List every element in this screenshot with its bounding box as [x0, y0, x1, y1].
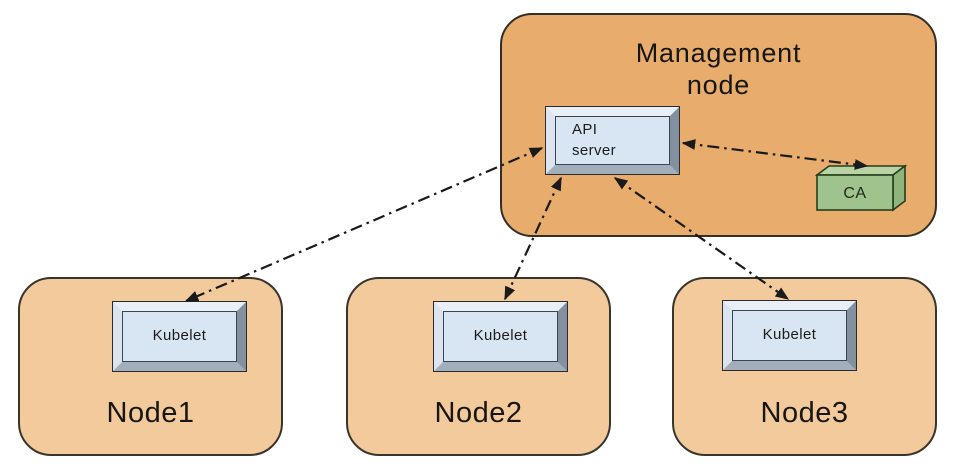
- kubelet-label-node1: Kubelet: [122, 311, 237, 362]
- worker-node-1: Kubelet Node1: [18, 277, 283, 456]
- management-node-title: Management node: [502, 37, 935, 102]
- kubelet-label-node3: Kubelet: [732, 310, 847, 361]
- kubelet-box-bevel: Kubelet: [434, 302, 567, 371]
- ca-top-face: [815, 165, 908, 176]
- node1-label: Node1: [106, 397, 195, 429]
- ca-box: CA: [815, 164, 908, 212]
- management-node-title-line1: Management: [635, 38, 802, 68]
- node3-label: Node3: [760, 397, 849, 429]
- kubelet-box-node1: Kubelet: [112, 301, 247, 372]
- ca-label: CA: [843, 185, 866, 202]
- node2-label: Node2: [434, 397, 523, 429]
- kubelet-box-bevel: Kubelet: [723, 301, 856, 370]
- api-server-label: API server: [555, 116, 670, 165]
- kubelet-box-bevel: Kubelet: [113, 302, 246, 371]
- worker-node-2: Kubelet Node2: [346, 277, 611, 456]
- management-node-title-line2: node: [686, 70, 751, 101]
- worker-node-3: Kubelet Node3: [672, 277, 937, 456]
- api-server-label-line2: server: [572, 141, 617, 159]
- kubelet-label-node2: Kubelet: [443, 311, 558, 362]
- api-server-box: API server: [545, 106, 680, 175]
- kubelet-box-node3: Kubelet: [722, 300, 857, 371]
- api-server-label-line1: API: [572, 121, 598, 139]
- ca-front-face: [816, 174, 894, 211]
- api-server-box-bevel: API server: [546, 107, 679, 174]
- kubelet-box-node2: Kubelet: [433, 301, 568, 372]
